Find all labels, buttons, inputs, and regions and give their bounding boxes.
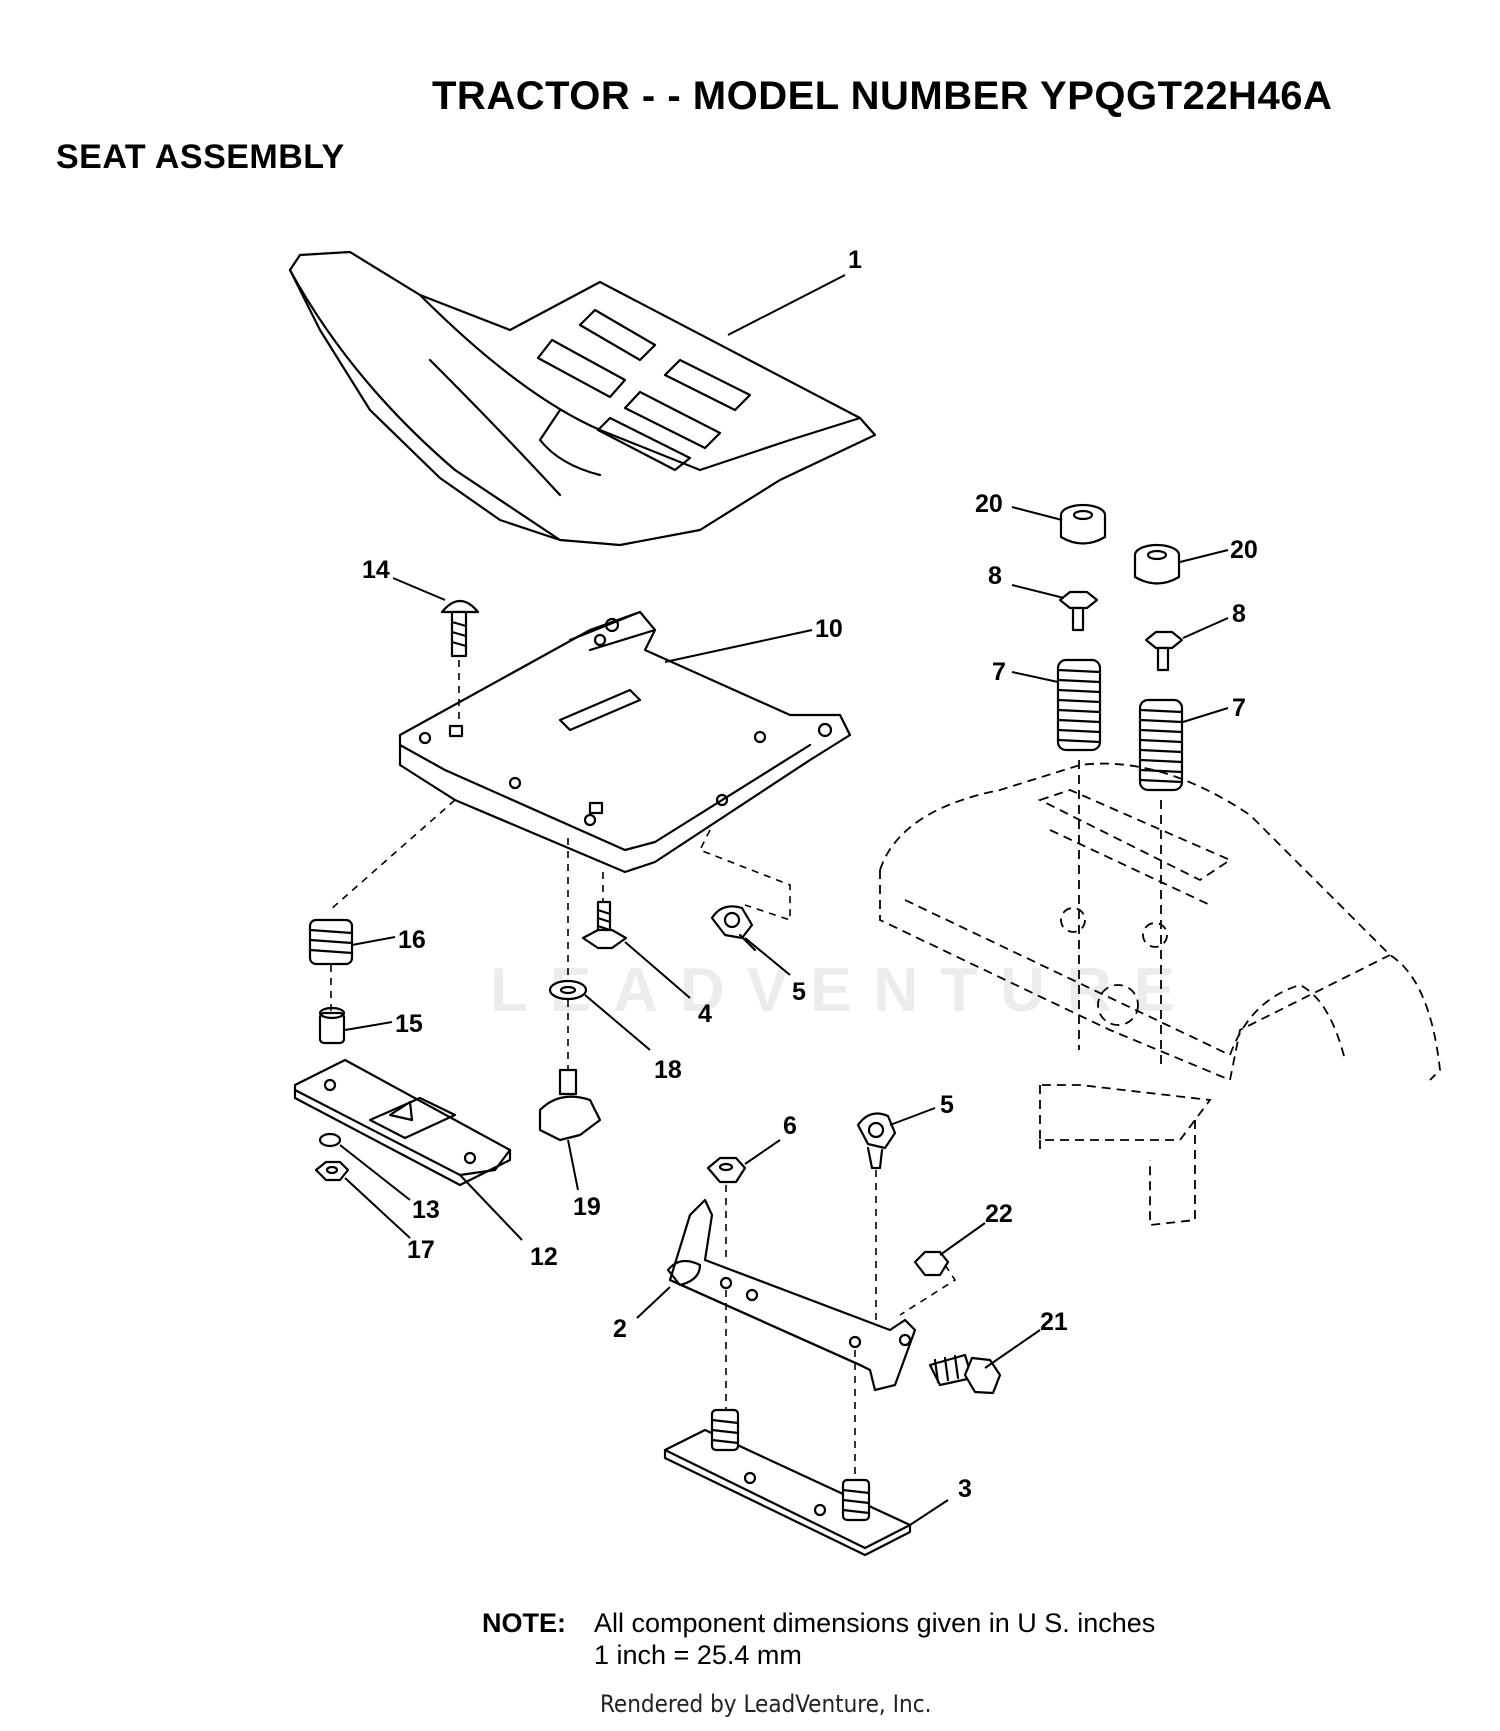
clip-part-lower[interactable]	[856, 1112, 897, 1335]
section-title: SEAT ASSEMBLY	[56, 138, 345, 176]
callout-2: 2	[613, 1315, 627, 1343]
carriage-bolt-part[interactable]	[440, 599, 480, 725]
slide-plate-part[interactable]	[293, 1058, 512, 1187]
callout-13: 13	[412, 1196, 440, 1224]
fender-outline	[879, 760, 1441, 1227]
clip-part-upper[interactable]	[698, 829, 791, 952]
nut-part-17[interactable]	[314, 1160, 350, 1182]
callout-16: 16	[398, 926, 426, 954]
bolt-part-right[interactable]	[1144, 630, 1184, 672]
callout-12: 12	[530, 1243, 558, 1271]
small-spring-part[interactable]	[308, 799, 456, 1015]
callout-7-right: 7	[1232, 694, 1246, 722]
spacer-part-right[interactable]	[1133, 543, 1181, 585]
callout-1: 1	[848, 246, 862, 274]
watermark-text: LEADVENTURE	[490, 956, 1198, 1025]
shoulder-bolt-part[interactable]	[581, 872, 628, 950]
callout-8-right: 8	[1232, 600, 1246, 628]
callout-8-left: 8	[988, 562, 1002, 590]
flat-washer-part[interactable]	[548, 838, 588, 1070]
callout-7-left: 7	[992, 658, 1006, 686]
bushing-part[interactable]	[318, 1006, 346, 1045]
callout-14: 14	[362, 556, 390, 584]
callout-3: 3	[958, 1475, 972, 1503]
callout-18: 18	[654, 1056, 682, 1084]
seat-pan-part[interactable]	[398, 610, 852, 874]
spacer-part-left[interactable]	[1059, 503, 1107, 545]
washer-part[interactable]	[318, 1132, 342, 1148]
render-credit: Rendered by LeadVenture, Inc.	[600, 1690, 932, 1718]
note-line-1: All component dimensions given in U S. i…	[594, 1608, 1156, 1638]
knob-part[interactable]	[538, 1068, 602, 1142]
seat-part[interactable]	[288, 250, 877, 547]
note-label: NOTE:	[482, 1608, 566, 1638]
base-plate-part[interactable]	[663, 1408, 912, 1557]
callout-10: 10	[815, 615, 843, 643]
callout-6: 6	[783, 1112, 797, 1140]
note-line-2: 1 inch = 25.4 mm	[594, 1640, 802, 1670]
spring-part-left[interactable]	[1056, 658, 1102, 752]
shoulder-screw-part[interactable]	[928, 1353, 1002, 1395]
pivot-bracket-part[interactable]	[666, 1198, 917, 1480]
callout-5-lower: 5	[940, 1091, 954, 1119]
page-title: TRACTOR - - MODEL NUMBER YPQGT22H46A	[432, 74, 1333, 118]
spring-part-right[interactable]	[1138, 698, 1184, 792]
callout-21: 21	[1040, 1308, 1068, 1336]
callout-17: 17	[407, 1236, 435, 1264]
callout-22: 22	[985, 1200, 1013, 1228]
hex-nut-part[interactable]	[706, 1156, 747, 1260]
lock-nut-part[interactable]	[899, 1250, 957, 1316]
callout-20-right: 20	[1230, 536, 1258, 564]
callout-4: 4	[698, 1000, 712, 1028]
callout-20-left: 20	[975, 490, 1003, 518]
callout-5-upper: 5	[792, 978, 806, 1006]
callout-15: 15	[395, 1010, 423, 1038]
callout-labels: 1 20 20 8 8 7 7 14 10 16 15 5 4 18 12 13…	[362, 246, 1258, 1503]
bolt-part-left[interactable]	[1058, 590, 1099, 632]
dimension-note: NOTE: All component dimensions given in U…	[482, 1608, 1156, 1670]
callout-19: 19	[573, 1193, 601, 1221]
